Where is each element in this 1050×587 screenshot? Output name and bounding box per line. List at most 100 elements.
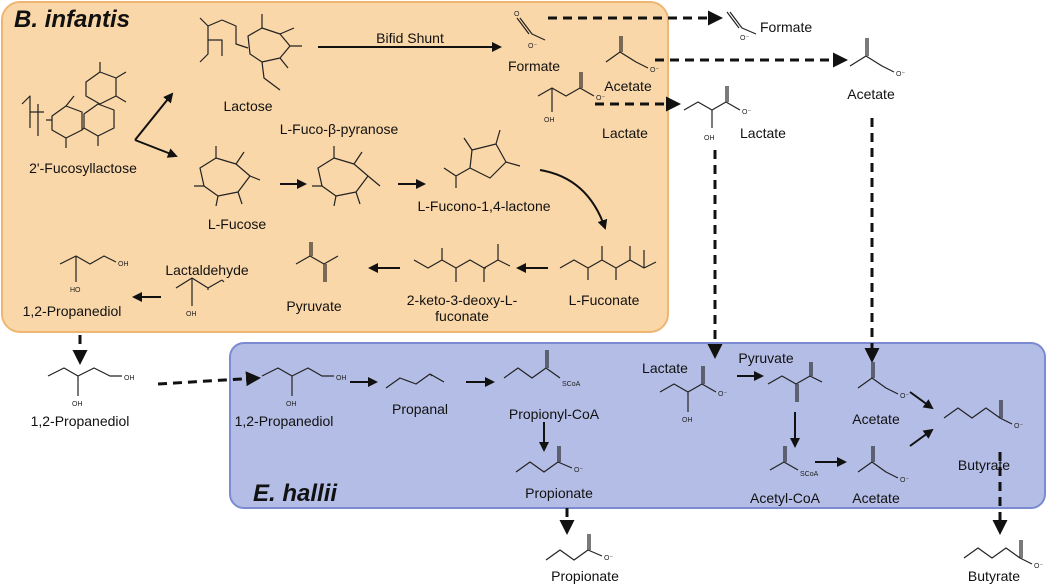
structure-lactaldehyde [175, 277, 225, 306]
atom-oh: OH [704, 135, 715, 142]
arrow-acetate-to-butyrate [909, 391, 934, 410]
label-propionate-ext: Propionate [551, 568, 619, 584]
label-pyruvate: Pyruvate [286, 298, 342, 314]
structure-acetyl-coa [769, 446, 799, 471]
structure-butyrate-e [943, 400, 1013, 425]
structure-formate-ext [726, 11, 757, 35]
label-acetyl-coa: Acetyl-CoA [749, 490, 821, 506]
arrow-to-lactose [134, 92, 174, 141]
label-propionyl-coa: Propionyl-CoA [508, 406, 600, 422]
structure-l-fuconate [559, 246, 657, 280]
structure-pyruvate-b [295, 242, 339, 282]
bifid-shunt-label: Bifid Shunt [376, 30, 444, 46]
atom-oh: OH [336, 375, 347, 382]
label-butyrate-e: Butyrate [957, 457, 1011, 473]
label-lactate-ext: Lactate [740, 125, 786, 141]
structure-acetate-e-upper [857, 362, 899, 395]
structure-propanediol-ext [47, 367, 122, 396]
structure-formate-b [516, 17, 546, 41]
structure-propionate-e [515, 446, 573, 473]
structure-lactose [199, 14, 302, 91]
atom-oh: OH [544, 117, 555, 124]
label-propionate-e: Propionate [525, 485, 593, 501]
structure-2-fucosyllactose [21, 62, 127, 148]
label-fuco-pyranose: L-Fuco-β-pyranose [279, 121, 399, 137]
atom-o-minus: O⁻ [900, 393, 909, 400]
label-propanediol-ext: 1,2-Propanediol [30, 413, 130, 429]
atom-o-minus: O⁻ [1034, 563, 1043, 570]
structure-butyrate-ext [963, 540, 1033, 565]
arrow-lactone-to-fuconate [539, 169, 608, 230]
transport-arrows [72, 10, 1008, 535]
atom-oh: OH [682, 417, 693, 424]
label-lactaldehyde: Lactaldehyde [165, 262, 249, 278]
structure-l-fucose [194, 146, 261, 207]
structure-acetate-e-lower [857, 446, 899, 479]
atom-oh: OH [286, 401, 297, 408]
molecule-structures [21, 11, 1033, 565]
b-infantis-title: B. infantis [14, 6, 131, 33]
atom-o-minus: O⁻ [650, 67, 659, 74]
e-hallii-compartment [229, 342, 1046, 509]
label-acetate-e-lower: Acetate [852, 490, 900, 506]
structure-lactate-e [659, 366, 717, 412]
structure-lactate-b [537, 72, 595, 112]
atom-ho: HO [70, 287, 81, 294]
label-formate-b: Formate [507, 58, 561, 74]
structure-acetate-b [605, 36, 649, 69]
structure-lactate-ext [683, 86, 741, 128]
label-lactate-e: Lactate [642, 360, 688, 376]
structure-propanediol-b [59, 255, 117, 282]
arrow-to-fucose [134, 139, 178, 158]
label-lactate-b: Lactate [602, 125, 648, 141]
structure-propionyl-coa [503, 350, 561, 379]
atom-o-minus: O⁻ [896, 71, 905, 78]
label-propanediol-b: 1,2-Propanediol [22, 303, 122, 319]
atom-o-minus: O⁻ [604, 555, 613, 562]
atom-o-minus: O⁻ [740, 35, 749, 42]
keto-deoxy-line-1: 2-keto-3-deoxy-L- [406, 292, 518, 308]
atom-o-minus: O⁻ [718, 391, 727, 398]
label-acetate-ext: Acetate [847, 86, 895, 102]
label-acetate-e-upper: Acetate [852, 411, 900, 427]
label-lactose: Lactose [223, 98, 273, 114]
label-l-fuconate: L-Fuconate [568, 292, 640, 308]
keto-deoxy-line-2: fuconate [435, 308, 489, 324]
label-propanediol-e: 1,2-Propanediol [234, 413, 334, 429]
label-keto-deoxy-fuconate: 2-keto-3-deoxy-L- fuconate [407, 292, 518, 324]
arrow-acetate2-to-butyrate [909, 428, 934, 447]
atom-labels: O⁻ O O⁻ O⁻ OH O⁻ O⁻ O⁻ OH OH HO OH OH OH… [70, 11, 1043, 570]
structure-propanediol-e [261, 367, 334, 396]
label-l-fucose: L-Fucose [207, 216, 267, 232]
structure-acetate-ext [849, 38, 895, 73]
label-fucono-lactone: L-Fucono-1,4-lactone [417, 198, 551, 214]
structure-pyruvate-e [767, 362, 823, 402]
label-acetate-b: Acetate [604, 78, 652, 94]
atom-scoa: SCoA [800, 471, 819, 478]
atom-o-minus: O⁻ [596, 95, 605, 102]
structure-propanal [385, 373, 445, 389]
atom-oh: OH [186, 311, 197, 318]
atom-o-minus: O⁻ [742, 109, 751, 116]
e-hallii-title: E. hallii [253, 480, 338, 507]
b-infantis-compartment [1, 1, 669, 333]
atom-oh: OH [124, 375, 135, 382]
structure-fucono-lactone [443, 129, 521, 188]
atom-o-minus: O⁻ [528, 43, 537, 50]
atom-o: O [514, 11, 520, 18]
atom-o-minus: O⁻ [574, 467, 583, 474]
label-pyruvate-e: Pyruvate [738, 350, 794, 366]
atom-scoa: SCoA [562, 381, 581, 388]
import-propanediol [157, 371, 261, 387]
label-formate-ext: Formate [760, 19, 813, 35]
atom-oh: OH [72, 401, 83, 408]
atom-o-minus: O⁻ [1014, 423, 1023, 430]
structure-propionate-ext [545, 534, 603, 561]
label-propanal: Propanal [391, 401, 449, 417]
atom-oh: OH [118, 261, 129, 268]
atom-o-minus: O⁻ [900, 477, 909, 484]
structure-keto-deoxy-fuconate [413, 244, 511, 282]
label-butyrate-ext: Butyrate [967, 568, 1021, 584]
